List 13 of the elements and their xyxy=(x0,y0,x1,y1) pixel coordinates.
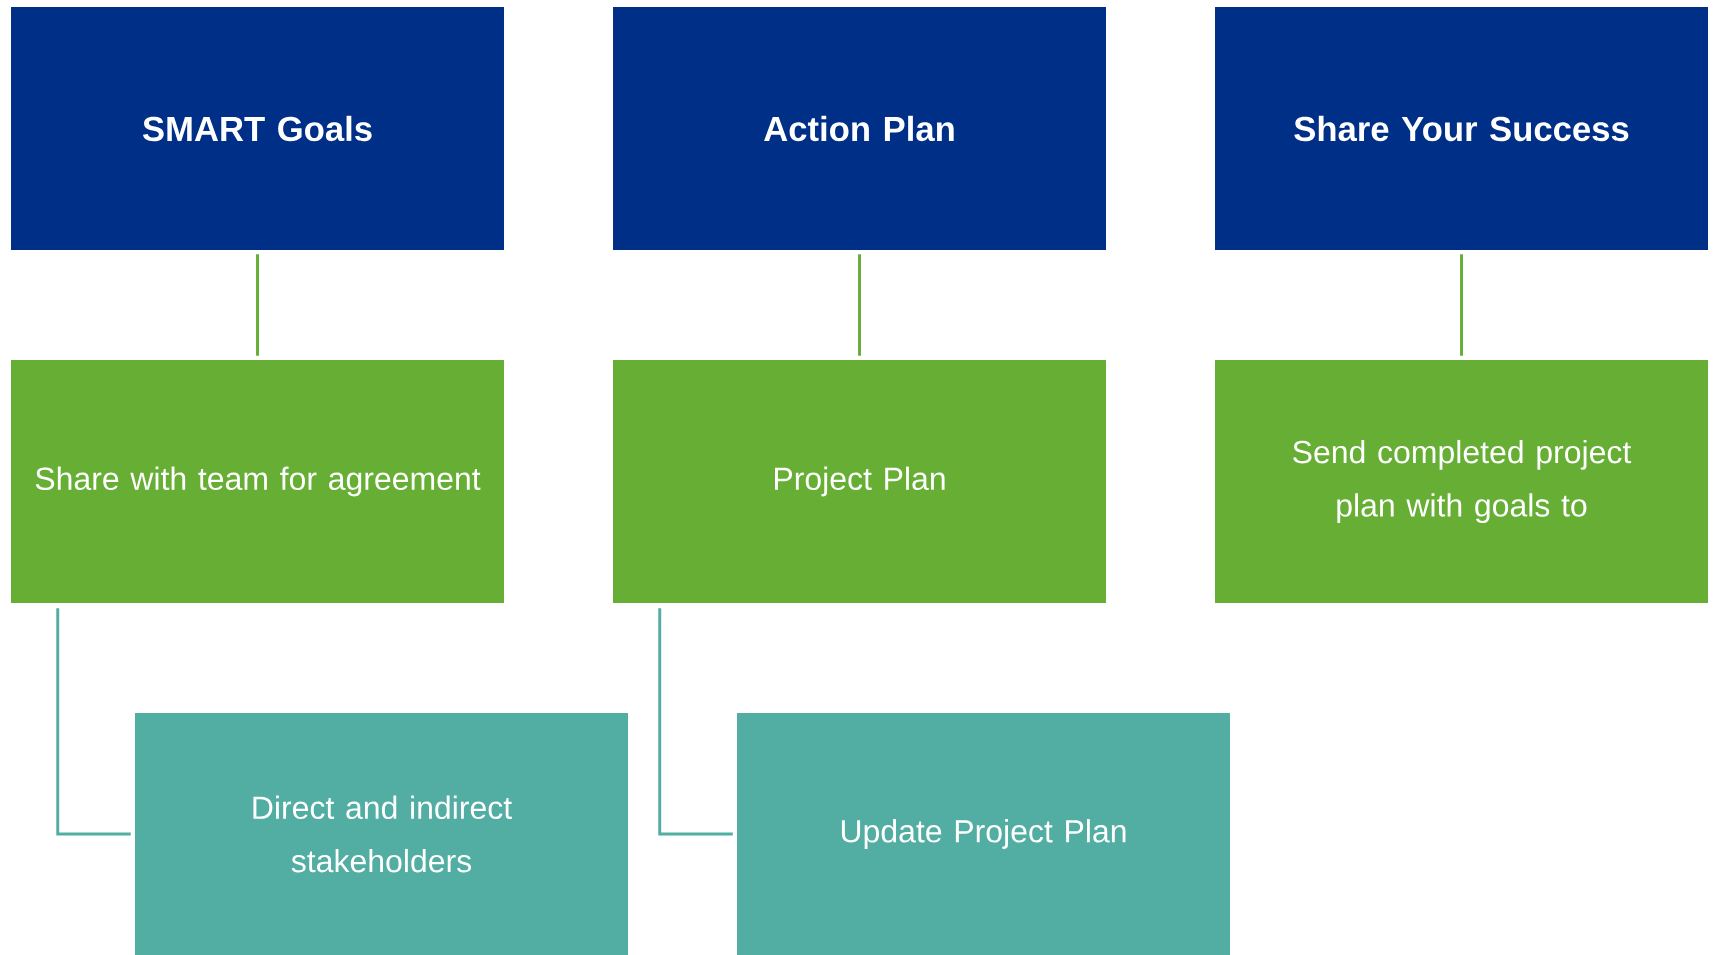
connector-line xyxy=(858,254,861,356)
connector-line xyxy=(658,608,733,836)
connector-line xyxy=(56,608,131,836)
title-box: SMART Goals xyxy=(11,7,504,250)
connector-line xyxy=(256,254,259,356)
process-box: Direct and indirect stakeholders xyxy=(135,713,628,955)
connector-line xyxy=(1460,254,1463,356)
title-box: Action Plan xyxy=(613,7,1106,250)
process-box: Send completed project plan with goals to xyxy=(1215,360,1708,603)
process-box: Update Project Plan xyxy=(737,713,1230,955)
process-box: Project Plan xyxy=(613,360,1106,603)
title-box: Share Your Success xyxy=(1215,7,1708,250)
process-box: Share with team for agreement xyxy=(11,360,504,603)
